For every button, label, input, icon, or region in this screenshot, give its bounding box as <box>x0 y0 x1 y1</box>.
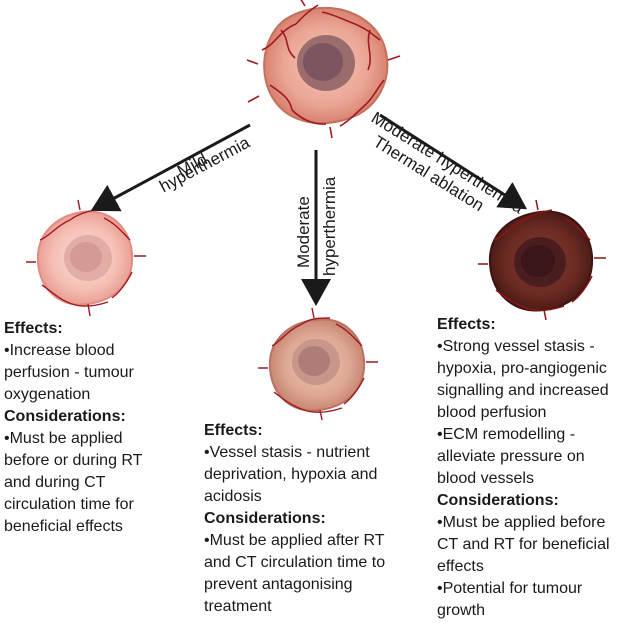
considerations-line-left: and during CT <box>4 474 106 491</box>
text-block-middle: Effects: •Vessel stasis - nutrient depri… <box>204 420 424 618</box>
considerations-line-left: before or during RT <box>4 452 143 469</box>
effects-line-left: •Increase blood <box>4 342 115 359</box>
vessel-network-right <box>478 199 606 321</box>
considerations-line-middle: prevent antagonising <box>204 576 353 593</box>
effects-line-left: oxygenation <box>4 386 91 403</box>
vessel-network-top <box>246 0 401 139</box>
vessel-network-left <box>26 199 146 317</box>
label-moderate-line2: hyperthermia <box>320 176 339 276</box>
effects-heading-right: Effects: <box>437 316 496 333</box>
considerations-heading-middle: Considerations: <box>204 510 326 527</box>
tumour-top <box>246 0 401 139</box>
effects-line-right: blood vessels <box>437 470 534 487</box>
arrow-mild <box>90 123 251 212</box>
effects-heading-middle: Effects: <box>204 422 263 439</box>
considerations-line-middle: •Must be applied after RT <box>204 532 385 549</box>
text-block-left: Effects: •Increase blood perfusion - tum… <box>4 318 194 538</box>
arrow-severe <box>379 113 528 210</box>
considerations-line-right: CT and RT for beneficial <box>437 536 610 553</box>
text-block-right: Effects: •Strong vessel stasis - hypoxia… <box>437 314 633 622</box>
effects-line-right: blood perfusion <box>437 404 547 421</box>
vessel-network-middle <box>258 307 378 421</box>
effects-line-middle: •Vessel stasis - nutrient <box>204 444 370 461</box>
effects-line-middle: deprivation, hypoxia and <box>204 466 378 483</box>
label-moderate-2: hyperthermia <box>320 177 340 276</box>
considerations-line-right: •Potential for tumour <box>437 580 583 597</box>
tumour-left <box>26 199 146 317</box>
considerations-line-right: growth <box>437 602 486 619</box>
considerations-line-right: effects <box>437 558 484 575</box>
considerations-heading-left: Considerations: <box>4 408 126 425</box>
label-moderate: Moderate <box>294 196 314 268</box>
tumour-middle <box>258 307 378 421</box>
effects-line-right: signalling and increased <box>437 382 609 399</box>
considerations-heading-right: Considerations: <box>437 492 559 509</box>
considerations-line-left: beneficial effects <box>4 518 123 535</box>
considerations-line-left: circulation time for <box>4 496 134 513</box>
considerations-line-right: •Must be applied before <box>437 514 606 531</box>
considerations-line-middle: and CT circulation time to <box>204 554 386 571</box>
effects-line-right: •ECM remodelling - <box>437 426 576 443</box>
tumour-right <box>478 199 606 321</box>
effects-line-middle: acidosis <box>204 488 262 505</box>
effects-line-right: alleviate pressure on <box>437 448 585 465</box>
label-moderate-line1: Moderate <box>294 196 313 268</box>
effects-heading-left: Effects: <box>4 320 63 337</box>
considerations-line-middle: treatment <box>204 598 272 615</box>
effects-line-right: •Strong vessel stasis - <box>437 338 595 355</box>
effects-line-right: hypoxia, pro-angiogenic <box>437 360 607 377</box>
effects-line-left: perfusion - tumour <box>4 364 134 381</box>
considerations-line-left: •Must be applied <box>4 430 123 447</box>
